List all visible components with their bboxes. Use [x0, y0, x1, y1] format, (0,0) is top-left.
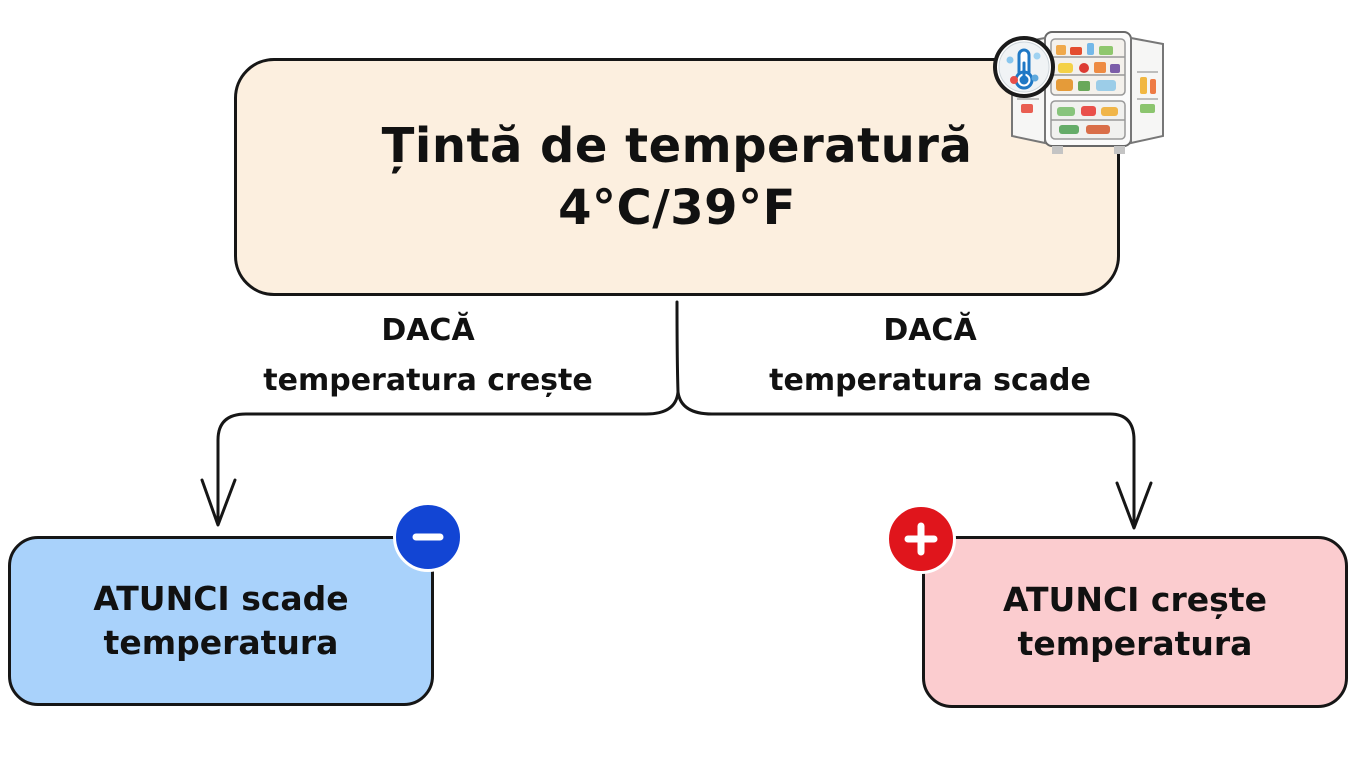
left-outcome-line-1: ATUNCI scade: [93, 579, 349, 618]
target-title: Țintă de temperatură: [381, 118, 973, 174]
right-outcome-box: ATUNCI crește temperatura: [922, 536, 1348, 708]
right-condition-label: DACĂ temperatura scade: [730, 306, 1130, 406]
minus-badge: [393, 502, 463, 572]
left-condition-text: temperatura crește: [263, 363, 593, 398]
right-condition-keyword: DACĂ: [883, 313, 977, 348]
right-arrowhead: [1115, 481, 1153, 530]
left-arrowhead: [200, 478, 237, 527]
left-outcome-line-2: temperatura: [103, 623, 339, 662]
connector-left-branch: [216, 390, 680, 525]
right-outcome-line-1: ATUNCI crește: [1003, 580, 1267, 619]
minus-icon: [412, 533, 444, 541]
left-outcome-box: ATUNCI scade temperatura: [8, 536, 434, 706]
temperature-target-box: Țintă de temperatură 4°C/39°F: [234, 58, 1120, 296]
open-fridge-thermometer-icon: [993, 31, 1164, 154]
plus-badge: [886, 504, 956, 574]
right-outcome-line-2: temperatura: [1017, 624, 1253, 663]
connector-stem: [675, 300, 680, 394]
plus-icon: [904, 522, 938, 556]
connector-right-branch: [676, 390, 1136, 528]
target-value: 4°C/39°F: [558, 180, 796, 236]
left-condition-keyword: DACĂ: [381, 313, 475, 348]
left-condition-label: DACĂ temperatura crește: [228, 306, 628, 406]
right-condition-text: temperatura scade: [769, 363, 1091, 398]
